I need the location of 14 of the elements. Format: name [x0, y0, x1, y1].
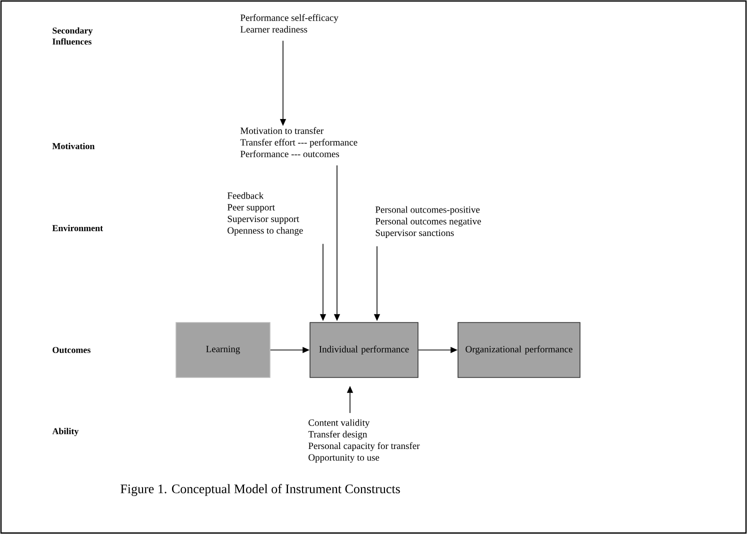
factor-list: Motivation to transfer Transfer effort --- performance Performance --- outcomes: [240, 127, 358, 158]
factor-list: Performance self-efficacy Learner readiness: [240, 14, 338, 33]
caption: Figure 1. Conceptual Model of Instrument Constructs: [120, 484, 400, 496]
process-box: Organizational performance: [458, 322, 580, 378]
row-label: Secondary Influences: [52, 27, 93, 45]
row-label: Outcomes: [52, 346, 90, 354]
factor-list: Content validity Transfer design Personal capacity for transfer Opportunity to use: [308, 419, 420, 463]
row-label: Environment: [52, 224, 104, 232]
factor-list: Feedback Peer support Supervisor support Openness to change: [227, 192, 303, 236]
row-label: Motivation: [52, 142, 95, 150]
process-box: Learning: [176, 322, 270, 378]
process-box: Individual performance: [310, 322, 418, 378]
row-label: Ability: [52, 428, 79, 436]
factor-list: Personal outcomes-positive Personal outcomes negative Supervisor sanctions: [375, 206, 481, 238]
